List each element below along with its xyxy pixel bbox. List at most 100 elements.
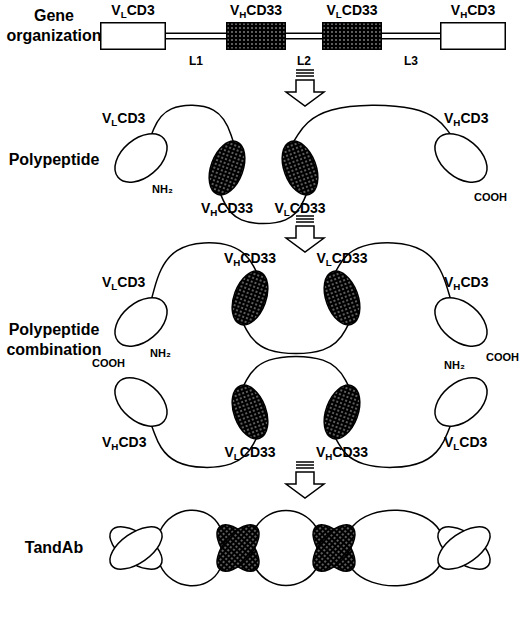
- domain-label: VHCD33: [201, 200, 253, 216]
- text-subscript: L: [326, 257, 332, 268]
- linker-inner: [286, 34, 322, 38]
- linker-connector: [166, 36, 226, 37]
- linker-inner: [166, 34, 226, 38]
- domain-ellipse: VHCD33: [228, 268, 272, 328]
- text-subscript: L: [121, 9, 127, 20]
- shape-outline: [320, 382, 364, 442]
- stage-label: Polypeptide combination: [2, 320, 106, 360]
- cd33-domain: [209, 518, 266, 579]
- text-part: V: [444, 434, 453, 450]
- text-part: V: [201, 200, 210, 216]
- stage-label: Polypeptide: [2, 150, 106, 170]
- shape-outline: [320, 268, 364, 328]
- linker-loop: [244, 356, 348, 385]
- arrow-stripe: [296, 221, 314, 223]
- text-subscript: L: [284, 207, 290, 218]
- shape-outline: [322, 22, 382, 50]
- linker-outline: [166, 33, 226, 40]
- segment-rect: [101, 23, 166, 50]
- down-arrow: [286, 80, 324, 106]
- text-subscript: H: [233, 257, 240, 268]
- domain-ellipse: VHCD33: [320, 382, 364, 442]
- text-subscript: H: [453, 281, 460, 292]
- text-part: V: [224, 250, 233, 266]
- domain-ellipse: VLCD33: [320, 268, 364, 328]
- domain-label: VHCD3: [444, 274, 488, 290]
- domain-label: VHCD3: [451, 2, 495, 18]
- shape-outline: [228, 268, 272, 328]
- gene-segment-box: VHCD3: [440, 22, 506, 50]
- text-part: V: [451, 2, 460, 18]
- domain-label: VHCD3: [102, 434, 146, 450]
- text-subscript: H: [460, 9, 467, 20]
- shape-outline: [430, 128, 492, 188]
- shape-outline: [228, 382, 272, 442]
- down-arrow: [286, 472, 324, 498]
- cd3-domain: [431, 519, 497, 578]
- text-part: V: [102, 274, 111, 290]
- domain-label: VLCD33: [326, 2, 377, 18]
- linker-curve: [244, 356, 348, 385]
- terminus-label: NH₂: [150, 346, 171, 360]
- domain-label: VLCD33: [316, 250, 367, 266]
- domain-ellipse: VLCD3: [110, 128, 172, 188]
- text-part: V: [316, 250, 325, 266]
- domain-ellipse: VLCD33: [278, 138, 322, 198]
- arrow-stripe: [296, 72, 314, 74]
- segment-rect: [441, 23, 506, 50]
- domain-shape: [426, 124, 496, 192]
- domain-shape: [106, 368, 176, 436]
- domain-shape: [317, 380, 366, 444]
- cd33-domain: [305, 518, 362, 579]
- text-part: CD3: [117, 110, 145, 126]
- gene-segment-box: VHCD33: [226, 22, 286, 50]
- linker-loop: [152, 105, 233, 141]
- text-part: V: [326, 2, 335, 18]
- domain-label: VLCD3: [102, 274, 145, 290]
- terminus-label: COOH: [92, 356, 125, 370]
- text-subscript: H: [111, 441, 118, 452]
- text-part: V: [111, 2, 120, 18]
- stage-arrow: [286, 462, 324, 498]
- text-part: CD33: [217, 200, 253, 216]
- linker-label: L3: [404, 54, 418, 68]
- linker-loop: [256, 569, 316, 586]
- linker-curve: [152, 105, 233, 141]
- cd3-domain: [431, 519, 497, 578]
- domain-label: VHCD3: [444, 110, 488, 126]
- domain-shape: [426, 368, 496, 436]
- text-part: CD3: [117, 274, 145, 290]
- text-subscript: H: [210, 207, 217, 218]
- linker-loop: [160, 565, 220, 586]
- text-part: V: [102, 110, 111, 126]
- text-part: V: [444, 110, 453, 126]
- linker-outline: [286, 33, 322, 40]
- gene-segment-box: VLCD3: [100, 22, 166, 50]
- text-subscript: H: [453, 117, 460, 128]
- domain-shape: [426, 288, 496, 356]
- domain-ellipse: VHCD3: [430, 128, 492, 188]
- arrow-stripe: [296, 467, 314, 469]
- domain-ellipse: VLCD3: [430, 372, 492, 432]
- domain-label: VLCD3: [111, 2, 154, 18]
- text-part: CD3: [127, 2, 155, 18]
- domain-ellipse: VLCD33: [228, 382, 272, 442]
- arrow-stripe: [296, 69, 314, 71]
- gene-segment-box: VLCD33: [322, 22, 382, 50]
- text-subscript: H: [239, 9, 246, 20]
- down-arrow: [286, 226, 324, 252]
- linker-loop: [244, 325, 348, 354]
- stage-arrow: [286, 70, 324, 106]
- linker-label: L2: [297, 54, 311, 68]
- linker-loop: [352, 510, 440, 531]
- linker-inner: [382, 34, 440, 38]
- domain-shape: [106, 288, 176, 356]
- arrow-stripe: [296, 75, 314, 77]
- domain-shape: [202, 136, 251, 200]
- text-part: CD33: [332, 250, 368, 266]
- domain-shape: [225, 266, 274, 330]
- shape-outline: [430, 292, 492, 352]
- text-part: V: [316, 444, 325, 460]
